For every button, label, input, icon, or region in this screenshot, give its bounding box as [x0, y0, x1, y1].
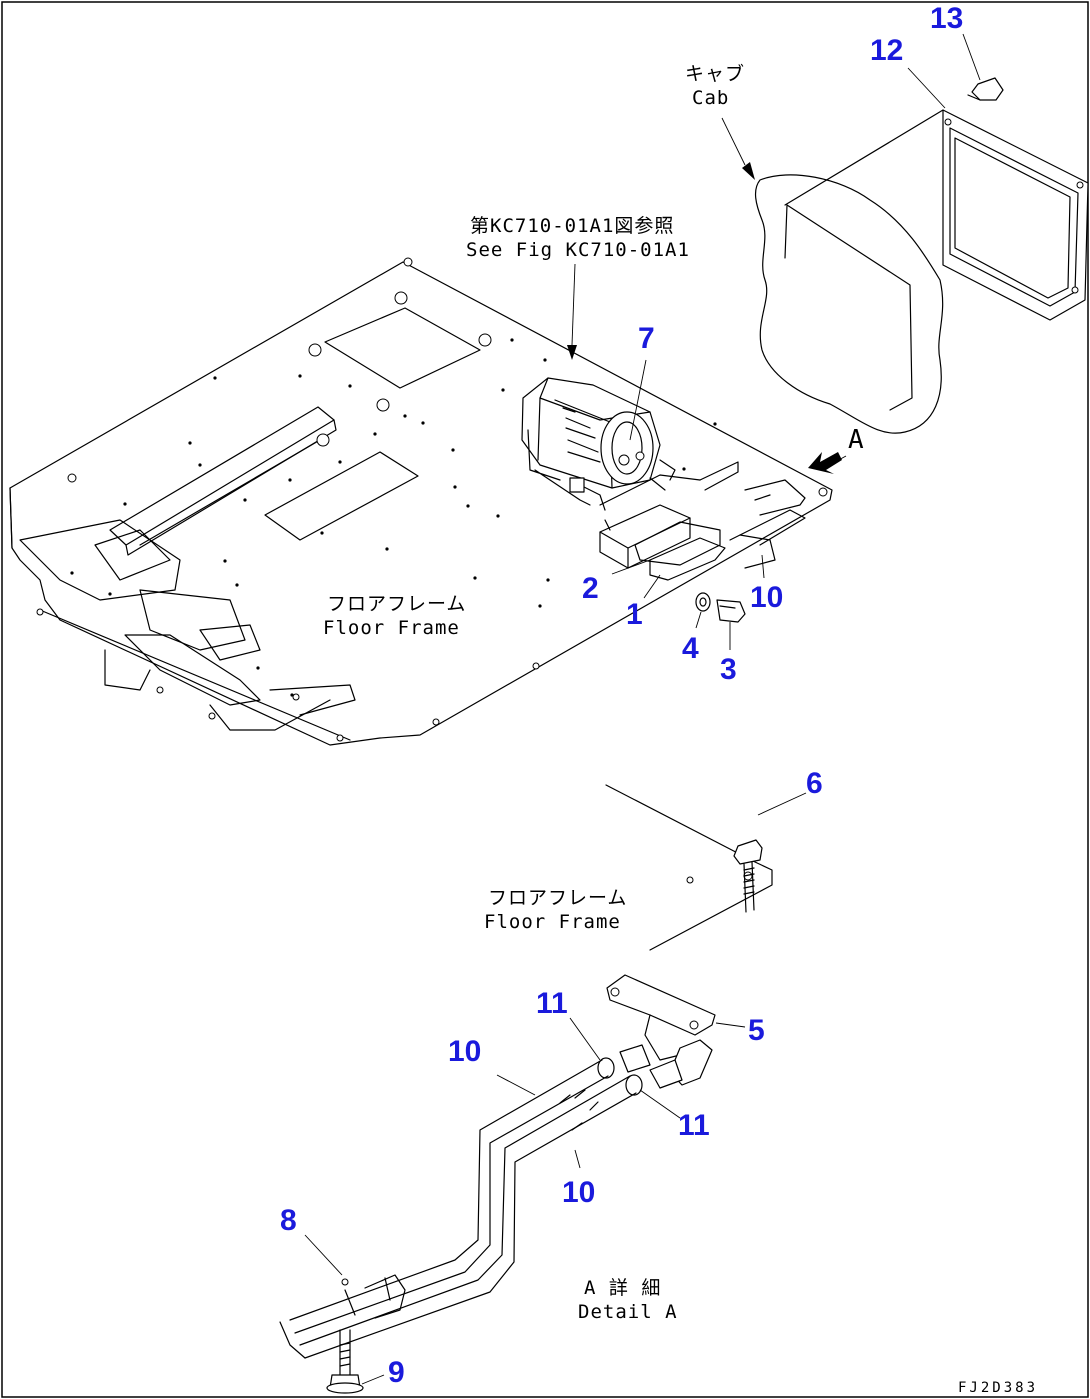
drawing-code: FJ2D383 — [958, 1380, 1038, 1396]
clamp-part-11a — [597, 1057, 615, 1079]
callout-11-upper: 11 — [536, 987, 568, 1020]
floor-frame-outline — [9, 261, 833, 746]
callout-10-lower: 10 — [562, 1176, 595, 1209]
leader-lines — [304, 33, 981, 1385]
callout-4: 4 — [682, 632, 699, 665]
floor-frame-holes — [36, 257, 828, 742]
cab-label-en: Cab — [692, 87, 729, 109]
callout-3: 3 — [720, 653, 737, 686]
callout-11-lower: 11 — [678, 1109, 710, 1142]
detail-a-label-en: Detail A — [578, 1301, 678, 1323]
detail-a-label-jp: A 詳 細 — [584, 1277, 661, 1299]
callout-5: 5 — [748, 1014, 765, 1047]
callout-10-upper: 10 — [448, 1035, 481, 1068]
bolt-part-6 — [733, 839, 763, 913]
callout-1: 1 — [626, 598, 643, 631]
bolt-part-9 — [326, 1329, 364, 1394]
callout-6: 6 — [806, 767, 823, 800]
cab-assembly — [754, 77, 1089, 434]
callout-9: 9 — [388, 1356, 405, 1389]
callout-10-top: 10 — [750, 581, 783, 614]
see-fig-label-jp: 第KC710-01A1図参照 — [470, 215, 674, 237]
bolt-part-3 — [716, 599, 746, 623]
floor-frame-label-en: Floor Frame — [323, 617, 460, 639]
floor-frame-assembly — [9, 257, 833, 746]
view-arrow-a — [808, 452, 842, 474]
hose-pair-part-10 — [279, 1059, 637, 1359]
cab-phantom-outline — [754, 174, 944, 434]
cab-label-jp: キャブ — [685, 62, 745, 85]
floor-frame-label-jp: フロアフレーム — [327, 593, 466, 615]
bolt-part-13 — [971, 77, 1004, 101]
view-marker-a: A — [848, 425, 865, 455]
floor-frame-detail-label-jp: フロアフレーム — [488, 887, 627, 909]
callout-8: 8 — [280, 1204, 297, 1237]
bracket-set-top — [599, 461, 806, 623]
callout-7: 7 — [638, 322, 655, 355]
heater-unit — [521, 377, 676, 511]
part-callouts: 13 12 7 2 1 10 4 3 6 5 11 10 11 10 8 9 — [280, 2, 963, 1389]
floor-frame-detail-label-en: Floor Frame — [484, 911, 621, 933]
callout-12: 12 — [870, 34, 903, 67]
see-fig-label-en: See Fig KC710-01A1 — [466, 239, 690, 261]
detail-a-assembly — [279, 784, 773, 1394]
washer-part-4 — [695, 592, 711, 612]
callout-2: 2 — [582, 572, 599, 605]
clamp-part-11b — [625, 1074, 643, 1096]
callout-13: 13 — [930, 2, 963, 35]
window-frame-part-12 — [942, 109, 1089, 321]
text-notes: キャブ Cab 第KC710-01A1図参照 See Fig KC710-01A… — [323, 62, 1038, 1396]
